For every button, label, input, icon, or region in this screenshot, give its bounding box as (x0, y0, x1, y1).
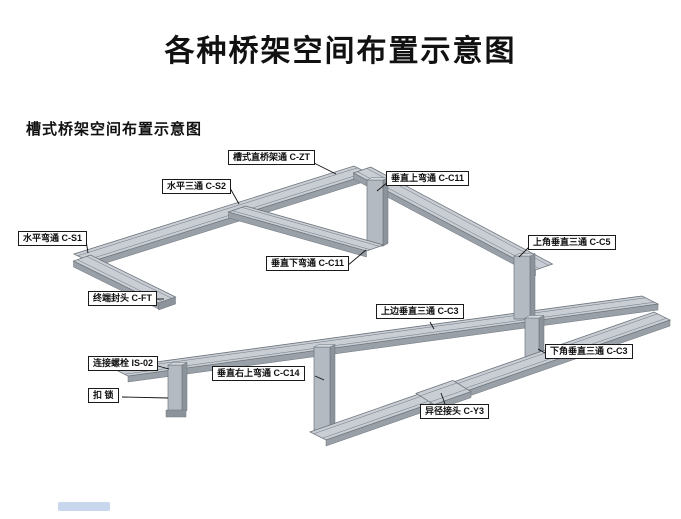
label-upper-corner-vertical-tee: 上角垂直三通 C-C5 (528, 235, 616, 251)
section-subtitle: 槽式桥架空间布置示意图 (26, 121, 203, 138)
label-vertical-down-bend: 垂直下弯通 C-C11 (266, 256, 350, 272)
label-buckle-lock: 扣 锁 (88, 388, 119, 404)
label-lower-corner-vertical-tee: 下角垂直三通 C-C3 (545, 344, 633, 360)
label-horizontal-tee: 水平三通 C-S2 (162, 179, 232, 195)
page-title: 各种桥架空间布置示意图 (164, 35, 517, 68)
label-connecting-bolt: 连接螺栓 IS-02 (88, 356, 159, 372)
label-top-edge-vertical-tee: 上边垂直三通 C-C3 (376, 304, 464, 320)
label-vertical-right-up-bend: 垂直右上弯通 C-C14 (212, 366, 305, 382)
label-straight-tray: 槽式直桥架通 C-ZT (228, 150, 315, 166)
label-horizontal-bend: 水平弯通 C-S1 (18, 231, 88, 247)
watermark (58, 502, 110, 511)
label-reducer-joint: 异径接头 C-Y3 (420, 404, 490, 420)
label-vertical-up-bend: 垂直上弯通 C-C11 (386, 171, 470, 187)
label-end-cap: 终端封头 C-FT (88, 291, 157, 307)
